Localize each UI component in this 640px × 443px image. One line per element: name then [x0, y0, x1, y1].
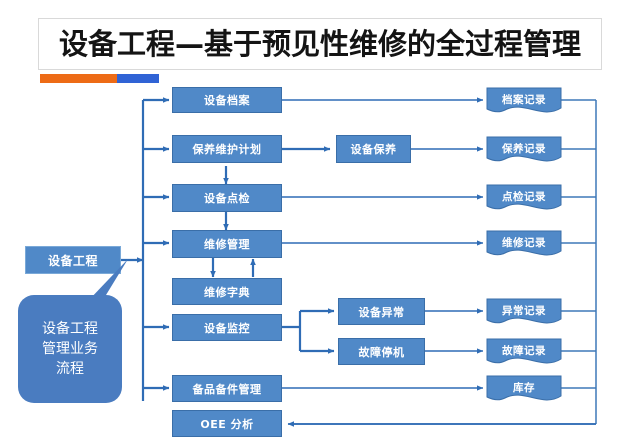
doc-label: 档案记录 [502, 93, 546, 106]
doc-upkeep-record[interactable]: 保养记录 [486, 136, 562, 165]
doc-label: 异常记录 [502, 304, 546, 317]
callout-text: 设备工程 管理业务 流程 [18, 295, 122, 403]
callout-business-process: 设备工程 管理业务 流程 [18, 259, 128, 403]
doc-label: 维修记录 [502, 236, 546, 249]
node-label: 备品备件管理 [192, 382, 262, 396]
node-equipment-abnormal[interactable]: 设备异常 [338, 298, 425, 325]
page-title: 设备工程—基于预见性维修的全过程管理 [58, 26, 581, 61]
doc-inspection-record[interactable]: 点检记录 [486, 184, 562, 213]
node-equipment-archive[interactable]: 设备档案 [172, 87, 282, 113]
doc-repair-record[interactable]: 维修记录 [486, 230, 562, 259]
slide-title-frame: 设备工程—基于预见性维修的全过程管理 [38, 18, 602, 70]
node-equipment-upkeep[interactable]: 设备保养 [336, 135, 411, 163]
node-maintenance-plan[interactable]: 保养维护计划 [172, 135, 282, 163]
node-oee-analysis[interactable]: OEE 分析 [172, 410, 282, 437]
accent-bar-orange [40, 74, 117, 83]
node-label: 维修管理 [204, 238, 250, 251]
node-label: 故障停机 [358, 345, 405, 359]
doc-inventory-record[interactable]: 库存 [486, 375, 562, 404]
node-equipment-monitoring[interactable]: 设备监控 [172, 314, 282, 341]
node-label: 设备异常 [358, 305, 405, 319]
doc-label: 故障记录 [502, 344, 546, 357]
doc-fault-record[interactable]: 故障记录 [486, 338, 562, 367]
node-label: 保养维护计划 [192, 143, 262, 156]
doc-label: 库存 [513, 381, 535, 394]
accent-bar-blue [117, 74, 159, 83]
callout-line-1: 设备工程 [42, 321, 98, 337]
node-label: 维修字典 [204, 285, 250, 299]
callout-line-3: 流程 [56, 361, 84, 377]
node-spare-parts-management[interactable]: 备品备件管理 [172, 375, 282, 402]
doc-archive-record[interactable]: 档案记录 [486, 87, 562, 116]
node-label: 设备保养 [350, 143, 397, 156]
node-label: 设备档案 [204, 94, 250, 107]
node-equipment-engineering[interactable]: 设备工程 [25, 246, 121, 274]
node-equipment-inspection[interactable]: 设备点检 [172, 184, 282, 212]
doc-label: 保养记录 [502, 142, 546, 155]
node-label: 设备监控 [204, 321, 250, 335]
doc-abnormal-record[interactable]: 异常记录 [486, 298, 562, 327]
node-fault-downtime[interactable]: 故障停机 [338, 338, 425, 365]
doc-label: 点检记录 [502, 190, 546, 203]
node-label: OEE 分析 [200, 417, 254, 431]
node-repair-dictionary[interactable]: 维修字典 [172, 278, 282, 305]
node-repair-management[interactable]: 维修管理 [172, 230, 282, 258]
callout-line-2: 管理业务 [42, 341, 98, 357]
node-label: 设备点检 [204, 192, 250, 205]
node-label: 设备工程 [47, 253, 98, 268]
